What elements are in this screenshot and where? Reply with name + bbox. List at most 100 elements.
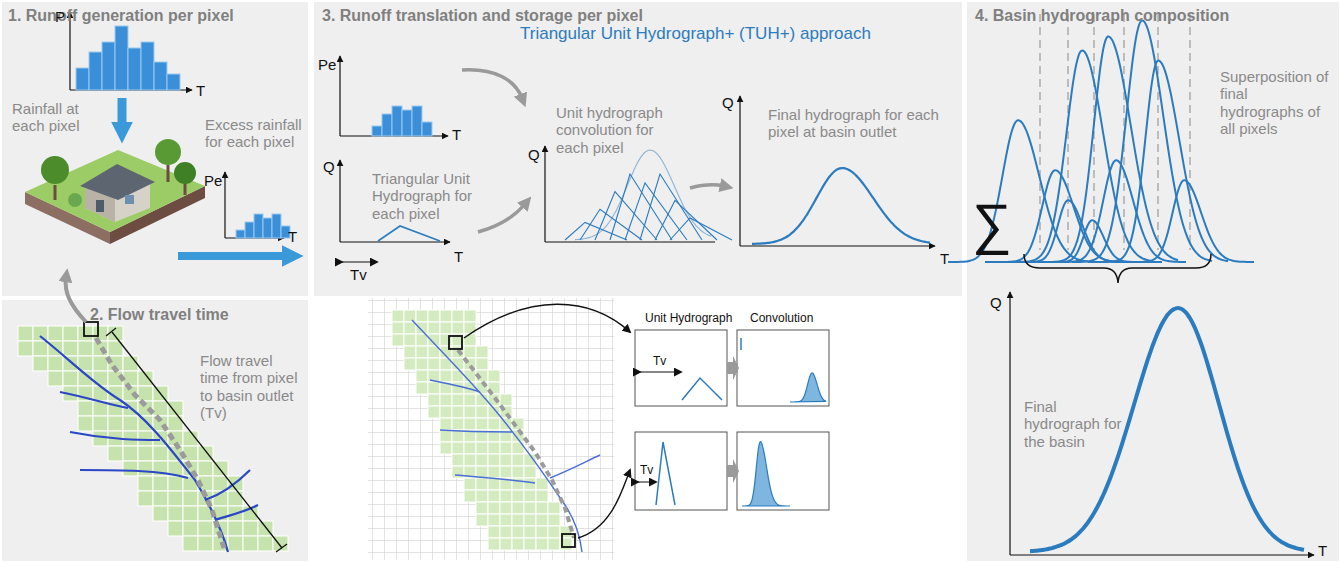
basin-pixel-grid xyxy=(488,514,500,526)
basin-pixel-grid xyxy=(440,418,452,430)
basin-pixel-grid xyxy=(500,454,512,466)
convolution-chart xyxy=(545,146,732,242)
basin-pixel-grid xyxy=(464,490,476,502)
basin-pixel-grid xyxy=(536,514,548,526)
basin-pixel-grid xyxy=(452,382,464,394)
convolution-chart xyxy=(640,174,702,240)
basin-pixel-grid xyxy=(153,506,168,521)
basin-pixel-grid xyxy=(18,341,33,356)
basin-pixel-grid xyxy=(512,466,524,478)
basin-pixel-grid xyxy=(536,490,548,502)
rainfall-chart xyxy=(141,42,154,90)
river-network xyxy=(440,430,512,432)
basin-pixel-grid xyxy=(452,406,464,418)
basin-pixel-grid xyxy=(476,502,488,514)
excess-rainfall-chart xyxy=(236,230,245,238)
basin-pixel-grid xyxy=(476,490,488,502)
axis-label: P xyxy=(55,8,65,25)
unit-hydrograph-chart xyxy=(339,160,340,242)
axis-label: T xyxy=(288,228,297,245)
rainfall-chart xyxy=(76,68,89,90)
axis-label: Tv xyxy=(640,464,653,478)
basin-pixel-grid xyxy=(476,370,488,382)
axis-label: Pe xyxy=(204,172,222,189)
basin-pixel-grid xyxy=(416,382,428,394)
basin-pixel-grid xyxy=(500,394,512,406)
annotation-text: Final hydrograph for the basin xyxy=(1024,398,1136,450)
basin-pixel-grid xyxy=(33,326,48,341)
basin-pixel-grid xyxy=(404,334,416,346)
basin-pixel-grid xyxy=(464,418,476,430)
excess-rainfall-chart xyxy=(422,122,432,136)
inset-plot xyxy=(737,330,829,406)
axis-label: T xyxy=(1318,542,1327,559)
basin-pixel-grid xyxy=(93,341,108,356)
basin-pixel-grid xyxy=(488,478,500,490)
unit-hydrograph-chart xyxy=(340,241,450,242)
basin-pixel-grid xyxy=(123,461,138,476)
basin-pixel-grid xyxy=(258,536,273,551)
land-pixel-illustration xyxy=(41,156,69,184)
pixel-marker xyxy=(84,322,98,336)
basin-pixel-grid xyxy=(512,454,524,466)
basin-pixel-grid xyxy=(138,491,153,506)
basin-pixel-grid xyxy=(416,310,428,322)
basin-pixel-grid xyxy=(93,431,108,446)
basin-pixel-grid xyxy=(138,416,153,431)
basin-pixel-grid xyxy=(452,334,464,346)
basin-pixel-grid xyxy=(512,538,524,550)
basin-pixel-grid xyxy=(108,401,123,416)
basin-pixel-grid xyxy=(168,506,183,521)
excess-rainfall-chart xyxy=(225,237,284,238)
basin-pixel-grid xyxy=(488,538,500,550)
axis-label: T xyxy=(940,250,949,267)
basin-pixel-grid xyxy=(138,386,153,401)
inset-plot xyxy=(638,482,656,483)
rainfall-chart xyxy=(115,26,128,90)
basin-pixel-grid xyxy=(512,502,524,514)
convolution-chart xyxy=(655,200,717,240)
basin-pixel-grid xyxy=(78,386,93,401)
axis-label: Q xyxy=(528,146,540,163)
basin-pixel-grid xyxy=(500,478,512,490)
excess-rainfall-chart xyxy=(224,172,225,238)
basin-pixel-grid xyxy=(548,514,560,526)
land-pixel-illustration xyxy=(85,185,115,222)
inset-plot xyxy=(740,338,742,350)
basin-pixel-grid xyxy=(63,356,78,371)
land-pixel-illustration xyxy=(174,162,196,184)
basin-pixel-grid xyxy=(524,514,536,526)
time-step-guide xyxy=(1067,14,1068,250)
basin-pixel-grid xyxy=(228,536,243,551)
pixel-hydrographs xyxy=(1012,50,1152,262)
basin-pixel-grid xyxy=(138,476,153,491)
annotation-text: Superposition of final hydrographs of al… xyxy=(1220,68,1332,137)
land-pixel-illustration xyxy=(110,186,205,244)
process-arrow xyxy=(462,70,724,232)
river-network xyxy=(430,380,480,392)
basin-pixel-grid xyxy=(512,478,524,490)
basin-pixel-grid xyxy=(416,322,428,334)
land-pixel-illustration xyxy=(184,183,187,195)
basin-pixel-grid xyxy=(183,446,198,461)
excess-rainfall-chart xyxy=(245,222,254,238)
basin-pixel-grid xyxy=(48,341,63,356)
basin-pixel-grid xyxy=(428,370,440,382)
basin-pixel-grid xyxy=(440,346,452,358)
basin-pixel-grid xyxy=(416,358,428,370)
basin-pixel-grid xyxy=(548,526,560,538)
excess-rainfall-chart xyxy=(392,106,402,136)
convolution-chart xyxy=(545,241,715,242)
basin-pixel-grid xyxy=(476,442,488,454)
pixel-marker xyxy=(562,534,575,547)
basin-pixel-grid xyxy=(500,466,512,478)
axis-label: T xyxy=(452,126,461,143)
basin-pixel-grid xyxy=(198,506,213,521)
basin-pixel-grid xyxy=(476,454,488,466)
basin-pixel-grid xyxy=(138,371,153,386)
river-network xyxy=(60,392,128,408)
basin-pixel-grid xyxy=(476,478,488,490)
time-step-guide xyxy=(1189,14,1190,250)
